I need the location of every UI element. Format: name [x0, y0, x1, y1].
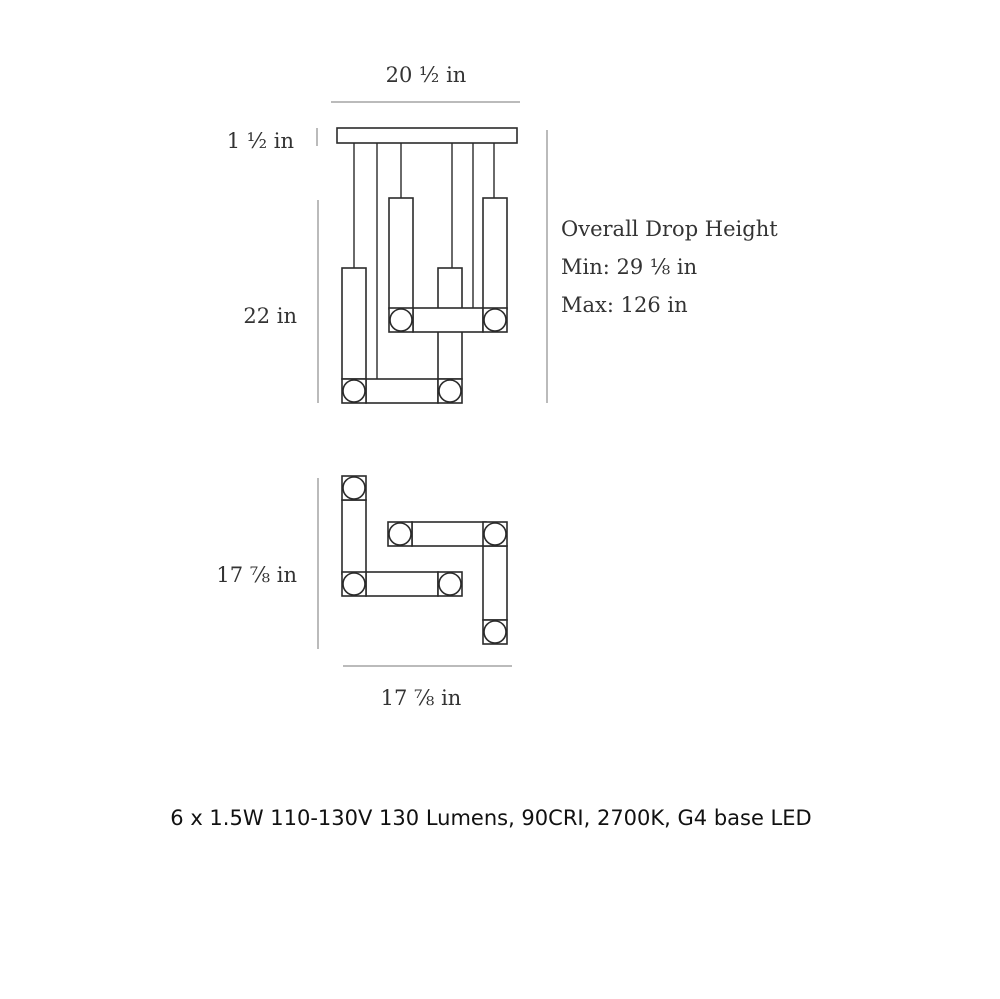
drop-height-min: Min: 29 ⅛ in: [561, 255, 697, 279]
lamp-globe: [438, 572, 462, 596]
lamp-globe: [342, 572, 366, 596]
dimension-lines: [316, 101, 548, 667]
lamp-globe: [483, 308, 507, 332]
fixture-height-label: 22 in: [243, 304, 297, 328]
plan-depth-label: 17 ⅞ in: [216, 563, 297, 587]
lamp-globe: [388, 522, 412, 546]
plan-width-label: 17 ⅞ in: [381, 686, 462, 710]
lamp-specification: 6 x 1.5W 110-130V 130 Lumens, 90CRI, 270…: [170, 806, 811, 830]
vertical-tube: [482, 545, 508, 621]
vertical-tube: [341, 499, 367, 575]
drop-height-title: Overall Drop Height: [561, 217, 778, 241]
lamp-globe: [342, 379, 366, 403]
lamp-globe: [389, 308, 413, 332]
drop-height-max: Max: 126 in: [561, 293, 688, 317]
vertical-tube: [341, 267, 367, 380]
vertical-tube: [388, 197, 414, 310]
vertical-tube: [482, 197, 508, 310]
drop-height-info: Overall Drop Height Min: 29 ⅛ in Max: 12…: [561, 217, 778, 317]
lamp-globe: [438, 379, 462, 403]
lamp-globe: [483, 522, 507, 546]
lamp-globe: [342, 476, 366, 500]
horizontal-tube: [411, 521, 487, 547]
horizontal-tube: [365, 378, 439, 404]
lamp-globe: [483, 620, 507, 644]
canopy-width-label: 20 ½ in: [386, 63, 467, 87]
plan-view: [341, 475, 508, 645]
horizontal-tube: [365, 571, 439, 597]
canopy: [336, 127, 518, 144]
horizontal-tube: [412, 307, 484, 333]
canopy-height-label: 1 ½ in: [227, 129, 294, 153]
elevation-view: [336, 127, 518, 404]
